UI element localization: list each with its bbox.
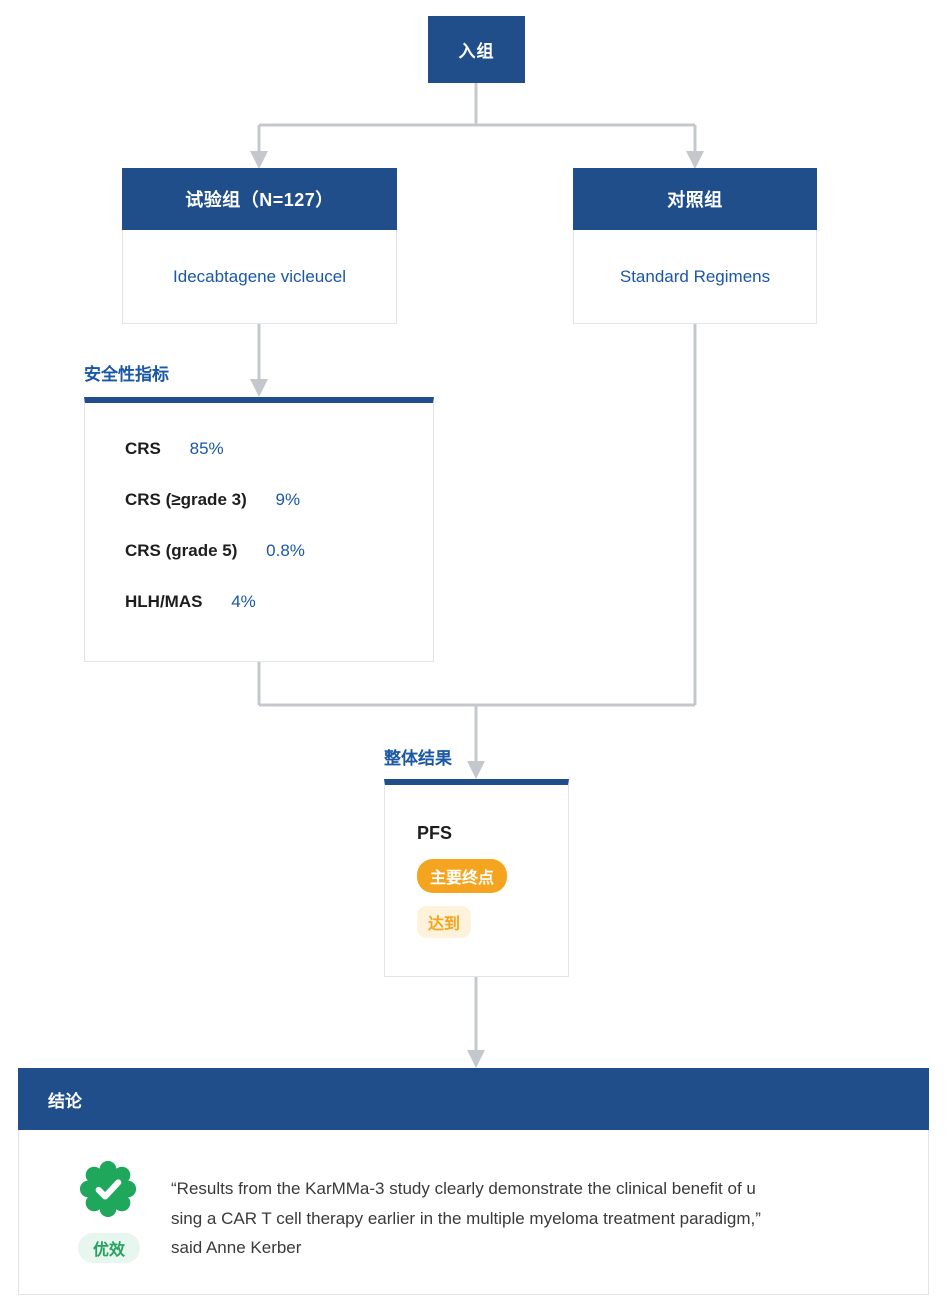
safety-row-label: CRS xyxy=(125,439,161,458)
safety-row-value: 9% xyxy=(275,490,301,509)
safety-row-label: CRS (grade 5) xyxy=(125,541,238,560)
endpoint-met-badge: 达到 xyxy=(417,906,472,938)
quote-text: “Results from the KarMMa-3 study clearly… xyxy=(171,1174,916,1263)
safety-row-value: 85% xyxy=(189,439,224,458)
quote-line: sing a CAR T cell therapy earlier in the… xyxy=(171,1208,761,1228)
enrollment-label: 入组 xyxy=(458,42,495,61)
safety-row-value: 4% xyxy=(231,592,256,611)
quote-line: said Anne Kerber xyxy=(171,1238,302,1257)
arrowhead-conclusion xyxy=(467,1050,485,1068)
quote-line: “Results from the KarMMa-3 study clearly… xyxy=(171,1179,756,1198)
verdict-badge: 优效 xyxy=(78,1233,140,1263)
arrowhead-overall xyxy=(467,761,485,779)
conclusion-header-bar: 结论 xyxy=(18,1068,929,1130)
control-group-regimen: Standard Regimens xyxy=(619,266,771,286)
pfs-metric-label: PFS xyxy=(417,823,453,843)
primary-endpoint-badge: 主要终点 xyxy=(417,859,508,893)
arrowhead-trial xyxy=(250,151,268,169)
arrowhead-control xyxy=(686,151,704,169)
overall-results-panel: PFS 主要终点 达到 xyxy=(384,779,569,977)
trial-group-body: Idecabtagene vicleucel xyxy=(122,230,397,324)
safety-row-hlh-mas: HLH/MAS 4% xyxy=(125,592,433,612)
safety-section-title: 安全性指标 xyxy=(84,365,169,384)
safety-row-value: 0.8% xyxy=(266,541,305,560)
control-group-body: Standard Regimens xyxy=(573,230,817,324)
trial-group-title: 试验组（N=127） xyxy=(185,190,334,210)
safety-row-label: HLH/MAS xyxy=(125,592,203,611)
conclusion-title: 结论 xyxy=(48,1091,82,1111)
safety-panel: CRS 85% CRS (≥grade 3) 9% CRS (grade 5) … xyxy=(84,397,434,662)
safety-row-label: CRS (≥grade 3) xyxy=(125,490,247,509)
trial-group-header: 试验组（N=127） xyxy=(122,168,397,230)
arrowhead-safety xyxy=(250,379,268,397)
conclusion-panel: 优效 “Results from the KarMMa-3 study clea… xyxy=(18,1130,929,1295)
safety-row-crs-grade5: CRS (grade 5) 0.8% xyxy=(125,541,433,561)
overall-section-title: 整体结果 xyxy=(384,749,452,768)
trial-group-drug: Idecabtagene vicleucel xyxy=(173,266,346,286)
safety-row-crs: CRS 85% xyxy=(125,439,433,459)
node-trial-group: 试验组（N=127） Idecabtagene vicleucel xyxy=(122,168,397,324)
verified-seal-icon xyxy=(79,1160,137,1218)
control-group-header: 对照组 xyxy=(573,168,817,230)
safety-row-crs-grade3: CRS (≥grade 3) 9% xyxy=(125,490,433,510)
node-control-group: 对照组 Standard Regimens xyxy=(573,168,817,324)
node-enrollment: 入组 xyxy=(428,16,525,83)
control-group-title: 对照组 xyxy=(667,190,723,210)
